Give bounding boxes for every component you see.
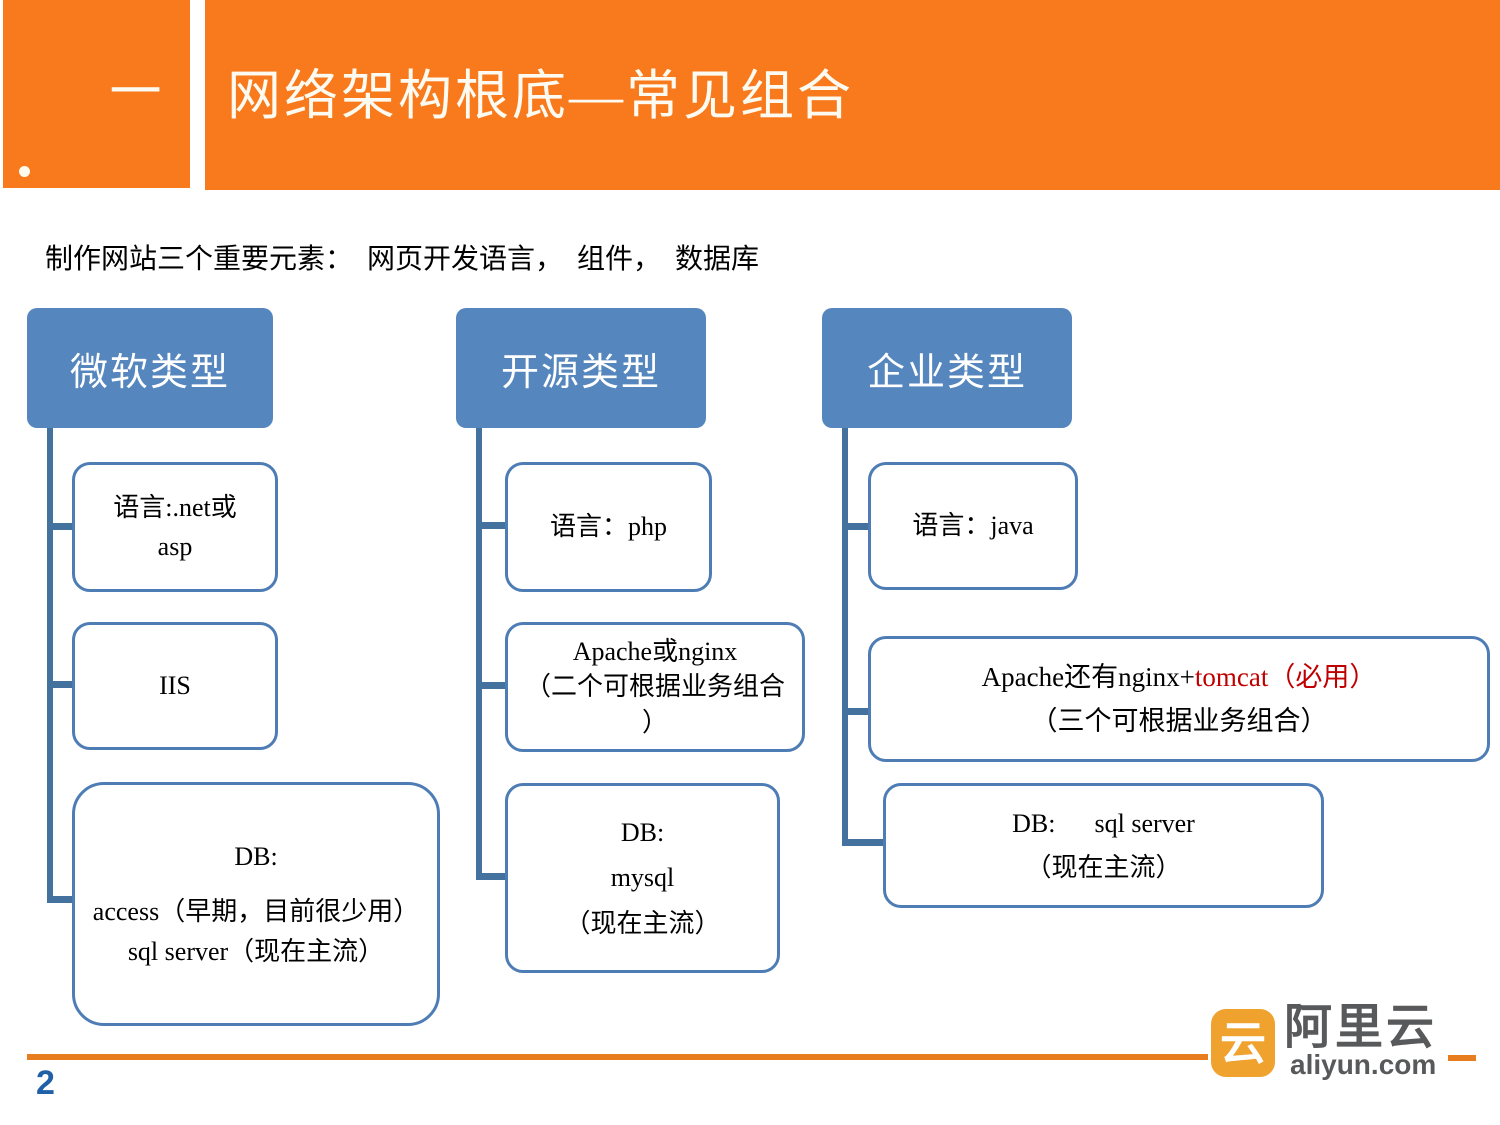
connector-stub: [50, 681, 74, 688]
node-line: 语言:.net或: [113, 492, 237, 522]
column-header-enterprise: 企业类型: [822, 308, 1072, 428]
node-enterprise-language: 语言：java: [868, 462, 1078, 590]
node-line: IIS: [159, 671, 191, 701]
aliyun-logo-text-cn: 阿里云: [1284, 1001, 1438, 1054]
connector-stub: [845, 523, 870, 530]
node-line: ）: [641, 707, 668, 737]
aliyun-logo: 云: [1211, 1009, 1275, 1077]
column-header-microsoft: 微软类型: [27, 308, 273, 428]
node-microsoft-webserver: IIS: [72, 622, 278, 750]
connector-stub: [479, 682, 507, 689]
node-line: DB:: [234, 842, 278, 872]
connector-stub: [479, 522, 507, 529]
node-opensource-database: DB: mysql （现在主流）: [505, 783, 780, 973]
aliyun-cloud-icon: 云: [1220, 1017, 1266, 1069]
connector-vertical-opensource: [476, 428, 482, 880]
section-index-label: 一: [109, 65, 162, 122]
page-title: 网络架构根底—常见组合: [227, 66, 854, 127]
node-enterprise-webserver: Apache还有nginx+tomcat（必用） （三个可根据业务组合）: [868, 636, 1490, 762]
node-line: mysql: [610, 863, 675, 893]
section-index-box: 一: [3, 0, 190, 188]
connector-stub: [845, 708, 870, 715]
page-number: 2: [36, 1064, 55, 1102]
node-line-red-highlight: tomcat（必用）: [1194, 661, 1377, 692]
connector-vertical-microsoft: [47, 428, 53, 903]
node-enterprise-database: DB: sql server （现在主流）: [883, 783, 1324, 908]
node-line: asp: [157, 532, 193, 561]
connector-vertical-enterprise: [842, 428, 848, 846]
aliyun-logo-text-en: aliyun.com: [1290, 1049, 1437, 1080]
connector-stub: [845, 839, 885, 846]
node-line: 语言：php: [549, 512, 667, 542]
title-bar: 网络架构根底—常见组合: [205, 0, 1500, 190]
connector-stub: [50, 523, 74, 530]
node-microsoft-database: DB: access（早期，目前很少用） sql server（现在主流）: [72, 782, 440, 1026]
node-line: （二个可根据业务组合: [524, 672, 785, 702]
node-line: 语言：java: [912, 511, 1034, 541]
node-line: （现在主流）: [1025, 852, 1182, 882]
node-opensource-webserver: Apache或nginx （二个可根据业务组合 ）: [505, 622, 805, 752]
node-line: （三个可根据业务组合）: [1030, 706, 1328, 736]
node-line: DB: sql server: [1012, 809, 1195, 839]
footer-rule-right: [1448, 1055, 1476, 1061]
node-line: （现在主流）: [564, 908, 721, 938]
intro-text: 制作网站三个重要元素： 网页开发语言， 组件， 数据库: [45, 244, 760, 275]
node-line: Apache还有nginx+tomcat（必用）: [982, 659, 1377, 695]
node-line: DB:: [620, 818, 665, 848]
node-line: Apache或nginx: [572, 637, 738, 667]
bullet-dot-icon: [19, 166, 30, 177]
node-line-black: Apache还有nginx+: [981, 661, 1195, 692]
footer-rule-left: [27, 1054, 1208, 1060]
node-microsoft-language: 语言:.net或 asp: [72, 462, 278, 592]
column-header-opensource: 开源类型: [456, 308, 706, 428]
node-line: access（早期，目前很少用）: [92, 897, 420, 927]
node-line: sql server（现在主流）: [127, 936, 385, 966]
node-opensource-language: 语言：php: [505, 462, 712, 592]
connector-stub: [479, 873, 507, 880]
connector-stub: [50, 896, 77, 903]
